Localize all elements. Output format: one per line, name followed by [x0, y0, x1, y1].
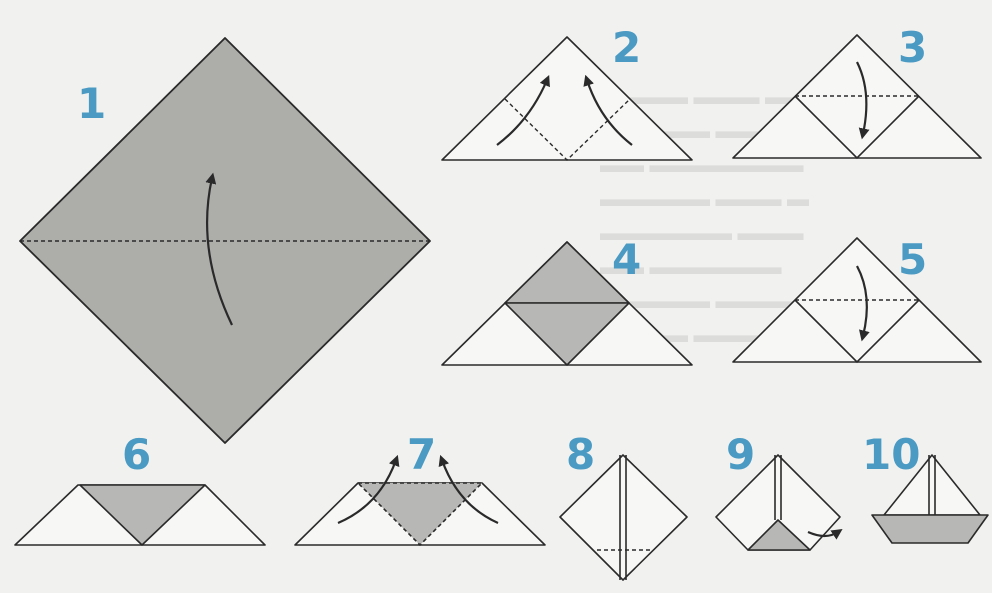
step-4: 4: [442, 235, 692, 365]
step-number-7: 7: [407, 430, 436, 479]
step-number-10: 10: [862, 430, 920, 479]
boat-hull: [872, 515, 988, 543]
step-5: 5: [733, 235, 981, 362]
step-number-9: 9: [726, 430, 755, 479]
shaded-top: [505, 242, 629, 303]
step-6: 6: [15, 430, 265, 545]
step-number-3: 3: [898, 23, 927, 72]
triangle-paper: [733, 238, 981, 362]
step-number-2: 2: [612, 23, 641, 72]
step-number-5: 5: [898, 235, 927, 284]
step-number-1: 1: [77, 79, 106, 128]
step-number-4: 4: [612, 235, 641, 284]
step-9: 9: [716, 430, 840, 550]
step-8: 8: [560, 430, 687, 580]
step-2: 2: [442, 23, 692, 160]
step-number-6: 6: [122, 430, 151, 479]
step-1: 1: [20, 38, 430, 443]
triangle-paper: [733, 35, 981, 158]
step-number-8: 8: [566, 430, 595, 479]
step-7: 7: [295, 430, 545, 545]
step-10: 10: [862, 430, 988, 543]
triangle-paper: [442, 37, 692, 160]
step-3: 3: [733, 23, 981, 158]
